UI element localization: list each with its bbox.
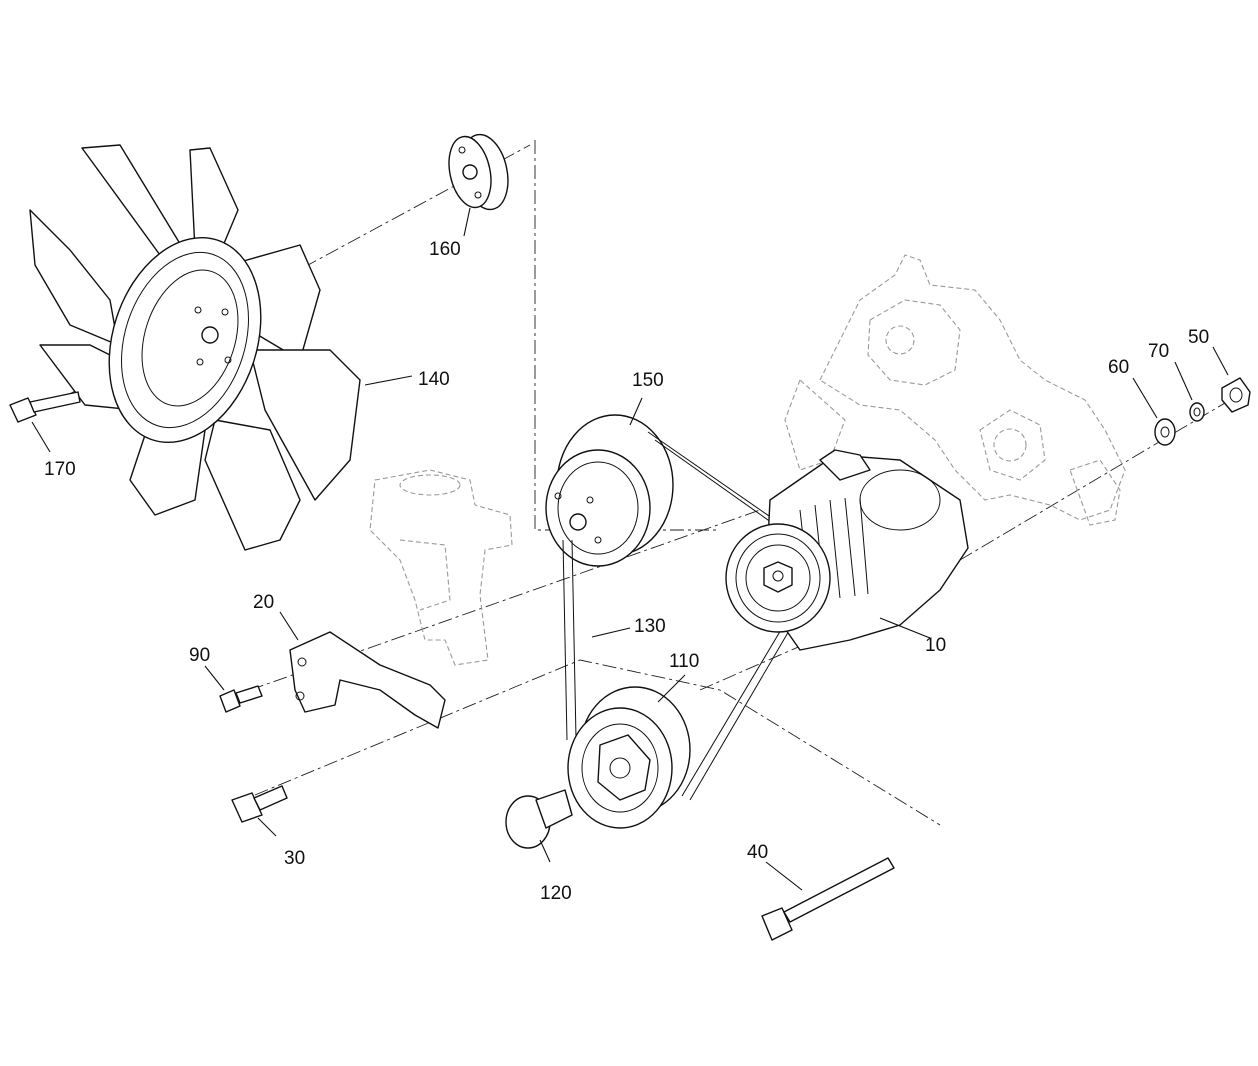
leader-lines <box>31 207 1229 891</box>
fan-blade-assembly <box>29 144 361 551</box>
washer-60 <box>1154 418 1176 446</box>
callout-130: 130 <box>634 616 666 637</box>
alternator-bracket <box>289 631 446 729</box>
water-pump-pulley <box>545 414 674 567</box>
callout-labels: 10 20 30 40 50 60 70 90 110 120 130 140 … <box>44 239 1209 904</box>
callout-60: 60 <box>1108 357 1129 378</box>
callout-10: 10 <box>925 635 946 656</box>
v-belt <box>562 431 801 801</box>
alternator-through-bolt <box>761 857 895 941</box>
callout-30: 30 <box>284 848 305 869</box>
alternator <box>725 449 969 651</box>
callout-50: 50 <box>1188 327 1209 348</box>
callout-70: 70 <box>1148 341 1169 362</box>
callout-90: 90 <box>189 645 210 666</box>
callout-110: 110 <box>669 651 699 672</box>
fan-spacer <box>448 133 509 211</box>
lock-washer-70 <box>1189 402 1205 422</box>
crankshaft-pulley-bolt <box>505 789 573 849</box>
water-outlet-phantom <box>369 469 513 666</box>
bracket-bolt-large <box>231 785 288 823</box>
callout-140: 140 <box>418 369 450 390</box>
callout-150: 150 <box>632 370 664 391</box>
callout-40: 40 <box>747 842 768 863</box>
callout-170: 170 <box>44 459 76 480</box>
nut-50 <box>1221 377 1251 413</box>
engine-block-phantom <box>784 254 1126 526</box>
callout-160: 160 <box>429 239 461 260</box>
callout-20: 20 <box>253 592 274 613</box>
fan-bolt <box>9 391 81 423</box>
crankshaft-pulley <box>567 686 691 829</box>
callout-120: 120 <box>540 883 572 904</box>
bracket-bolt-small <box>219 685 263 713</box>
